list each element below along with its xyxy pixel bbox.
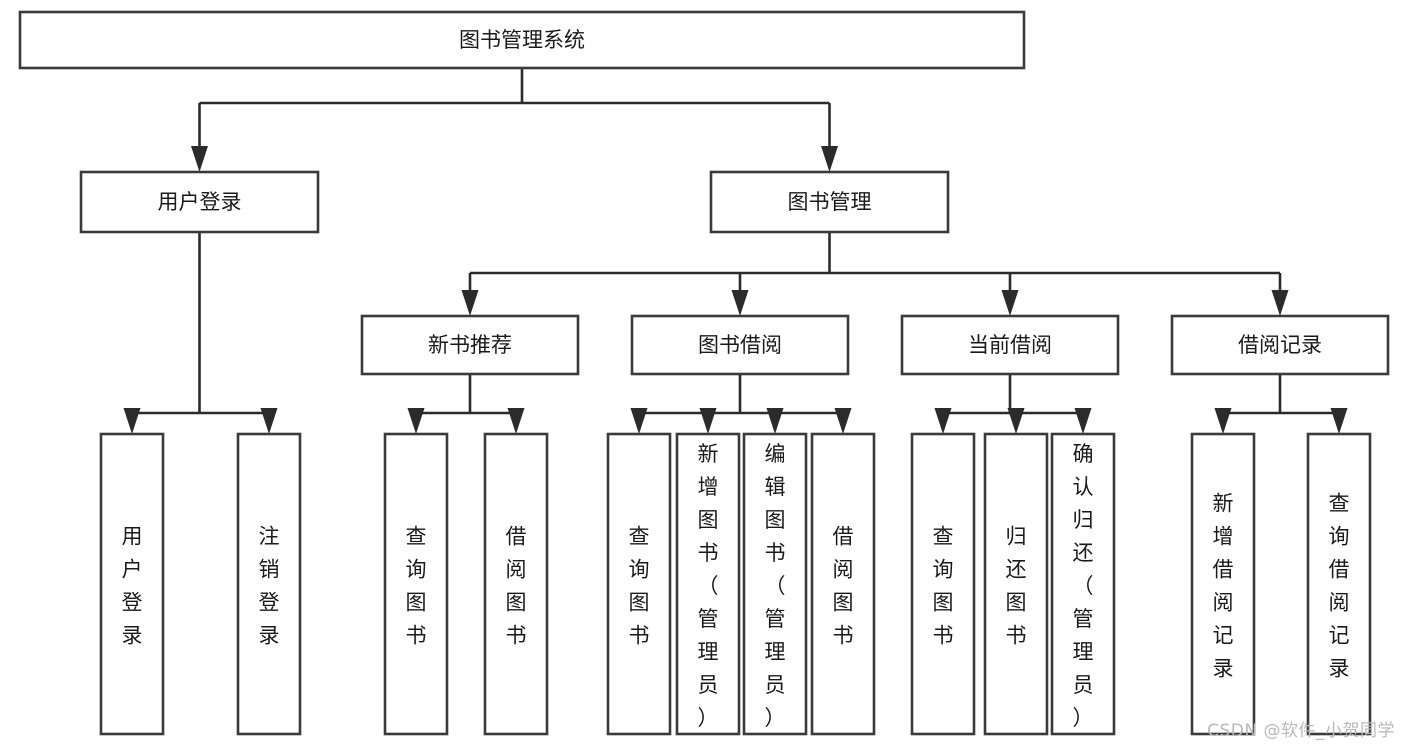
node-box [606, 432, 672, 736]
node-book-borrow[interactable]: 图书借阅 [630, 314, 850, 376]
node-leaf-user-login[interactable]: 用户登录 [99, 432, 165, 736]
node-box [383, 432, 449, 736]
node-box [18, 10, 1026, 70]
node-book-manage[interactable]: 图书管理 [709, 170, 950, 234]
node-label: 查询图书 [933, 525, 954, 648]
node-box [630, 314, 850, 376]
node-box [1190, 432, 1256, 736]
node-box [1050, 432, 1116, 736]
node-label: 查询图书 [629, 525, 650, 648]
node-label: 图书管理系统 [459, 28, 585, 52]
node-leaf-logout[interactable]: 注销登录 [236, 432, 302, 736]
node-box [709, 170, 950, 234]
node-leaf-query-book-1[interactable]: 查询图书 [383, 432, 449, 736]
node-label: 新书推荐 [428, 333, 512, 357]
node-box [79, 170, 320, 234]
node-leaf-borrow-book-2[interactable]: 借阅图书 [810, 432, 876, 736]
node-box [483, 432, 549, 736]
node-borrow-record[interactable]: 借阅记录 [1170, 314, 1390, 376]
node-label: 当前借阅 [968, 333, 1052, 357]
node-box [1306, 432, 1372, 736]
node-box [810, 432, 876, 736]
node-label: 注销登录 [259, 525, 280, 648]
node-label: 确认归还（管理员） [1073, 442, 1094, 730]
node-label: 图书管理 [788, 190, 872, 214]
node-leaf-confirm-return[interactable]: 确认归还（管理员） [1050, 432, 1116, 736]
node-box [1170, 314, 1390, 376]
node-box [742, 432, 808, 736]
node-leaf-query-book-3[interactable]: 查询图书 [910, 432, 976, 736]
node-leaf-query-book-2[interactable]: 查询图书 [606, 432, 672, 736]
node-label: 归还图书 [1006, 525, 1027, 648]
node-new-book-rec[interactable]: 新书推荐 [360, 314, 580, 376]
node-label: 用户登录 [122, 525, 143, 648]
node-box [900, 314, 1120, 376]
node-label: 编辑图书（管理员） [765, 442, 786, 730]
node-leaf-borrow-book-1[interactable]: 借阅图书 [483, 432, 549, 736]
nodes-layer: 图书管理系统用户登录图书管理新书推荐图书借阅当前借阅借阅记录用户登录注销登录查询… [18, 10, 1390, 736]
node-box [675, 432, 741, 736]
node-label: 新增借阅记录 [1213, 492, 1234, 681]
node-label: 用户登录 [158, 190, 242, 214]
node-box [910, 432, 976, 736]
node-box [983, 432, 1049, 736]
node-leaf-add-record[interactable]: 新增借阅记录 [1190, 432, 1256, 736]
connectors-layer [123, 68, 1348, 434]
node-user-login[interactable]: 用户登录 [79, 170, 320, 234]
node-current-borrow[interactable]: 当前借阅 [900, 314, 1120, 376]
node-leaf-add-book[interactable]: 新增图书（管理员） [675, 432, 741, 736]
node-box [236, 432, 302, 736]
node-label: 查询图书 [406, 525, 427, 648]
node-leaf-query-record[interactable]: 查询借阅记录 [1306, 432, 1372, 736]
node-box [99, 432, 165, 736]
node-leaf-edit-book[interactable]: 编辑图书（管理员） [742, 432, 808, 736]
node-label: 借阅图书 [833, 525, 854, 648]
node-box [360, 314, 580, 376]
node-label: 图书借阅 [698, 333, 782, 357]
node-leaf-return-book[interactable]: 归还图书 [983, 432, 1049, 736]
node-label: 借阅记录 [1238, 333, 1322, 357]
node-label: 借阅图书 [506, 525, 527, 648]
node-root[interactable]: 图书管理系统 [18, 10, 1026, 70]
node-label: 查询借阅记录 [1329, 492, 1350, 681]
node-label: 新增图书（管理员） [698, 442, 719, 730]
